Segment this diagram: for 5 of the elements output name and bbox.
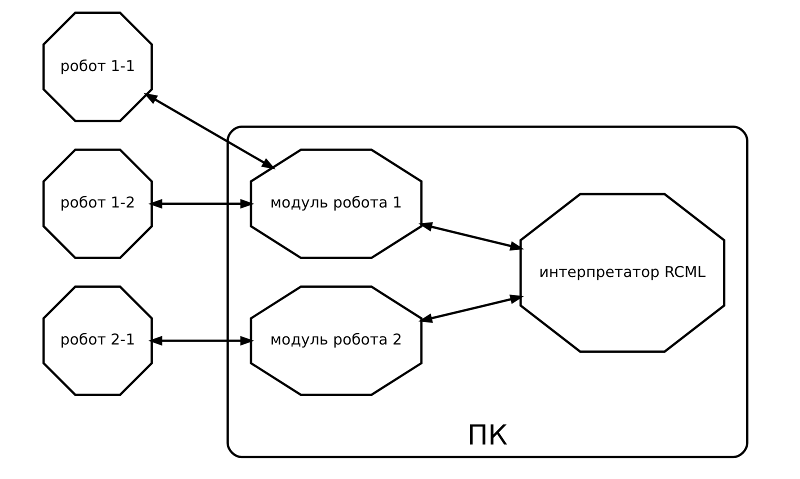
arrow <box>148 198 254 209</box>
arrow <box>418 294 524 323</box>
arrow <box>148 336 254 346</box>
arrow <box>418 222 524 251</box>
arrow <box>144 92 276 170</box>
